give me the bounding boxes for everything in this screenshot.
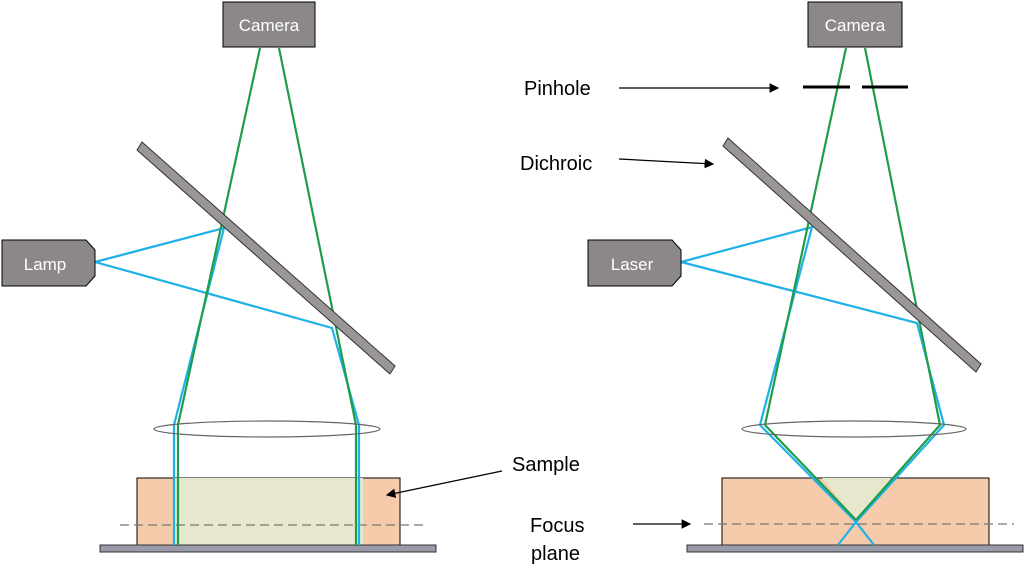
focus-plane-annotation: Focus plane (530, 515, 692, 565)
sample-label: Sample (512, 454, 580, 476)
emission-ray (855, 47, 942, 521)
laser-box: Laser (587, 239, 682, 287)
dichroic-label: Dichroic (520, 153, 592, 175)
camera-box: Camera (222, 1, 316, 48)
focus-plane-label-line2: plane (531, 543, 580, 565)
illuminated-region (174, 478, 363, 545)
lamp-box: Lamp (1, 239, 96, 287)
camera-box: Camera (807, 1, 903, 48)
widefield-setup: Camera Lamp (1, 1, 437, 553)
illuminated-region (822, 478, 891, 520)
stage (686, 544, 1024, 553)
sample-arrow (385, 470, 503, 498)
emission-ray (763, 47, 857, 521)
dichroic-mirror (722, 137, 982, 373)
stage (99, 544, 437, 553)
sample-annotation: Sample (385, 454, 580, 498)
camera-label: Camera (825, 16, 886, 35)
lamp-label: Lamp (24, 255, 67, 274)
dichroic-annotation: Dichroic (520, 153, 715, 175)
camera-label: Camera (239, 16, 300, 35)
confocal-setup: Camera Laser (587, 1, 1024, 553)
objective-lens (741, 420, 967, 438)
pinhole-annotation: Pinhole (524, 78, 780, 100)
focus-plane-label-line1: Focus (530, 515, 584, 537)
pinhole-label: Pinhole (524, 78, 591, 100)
dichroic-mirror (136, 141, 396, 375)
objective-lens (153, 420, 381, 438)
laser-label: Laser (611, 255, 654, 274)
excitation-ray (680, 260, 946, 546)
emission-ray (176, 47, 262, 545)
emission-ray (277, 47, 358, 545)
dichroic-arrow (618, 158, 715, 169)
